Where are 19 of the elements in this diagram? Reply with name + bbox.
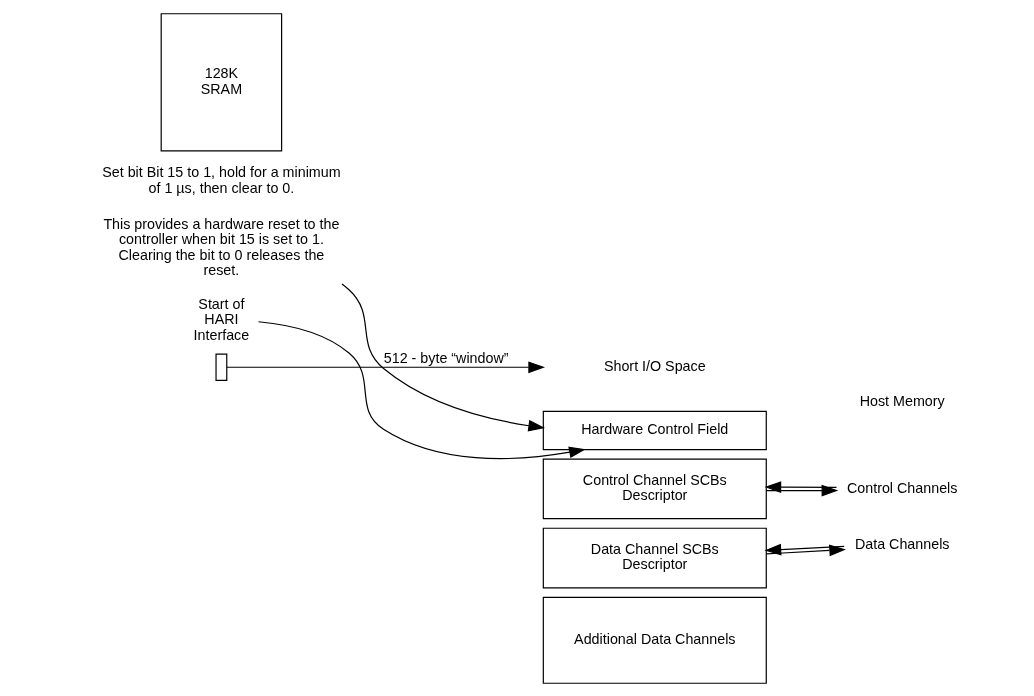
node-text: Start of HARI Interface [193, 295, 249, 343]
node-text: This provides a hardware reset to the controller when bit 15 is set to 1. Clearing the bit to 0 releases the reset. [102, 215, 339, 278]
node-box: 128K SRAM [160, 12, 282, 151]
label: Set bit Bit 15 to 1, hold for a minimum of 1 µs, then clear to 0. [101, 163, 341, 196]
arrow [764, 480, 837, 493]
arrow [765, 484, 838, 496]
node-text: Short I/O Space [603, 357, 706, 374]
arrow [340, 282, 545, 431]
node-box: Hardware Control Field [542, 410, 767, 450]
node-text: Control Channels [846, 479, 957, 496]
node-box: Data Channel SCBs Descriptor [542, 527, 767, 588]
arrow [225, 360, 545, 373]
edge-label: 512 - byte “window” [383, 349, 509, 366]
node-box: Control Channel SCBs Descriptor [542, 458, 767, 519]
node-box: Additional Data Channels [542, 596, 767, 684]
node-box [214, 353, 227, 381]
label: Host Memory [859, 392, 945, 409]
arrow [257, 320, 586, 459]
node-text: Data Channels [854, 535, 949, 552]
